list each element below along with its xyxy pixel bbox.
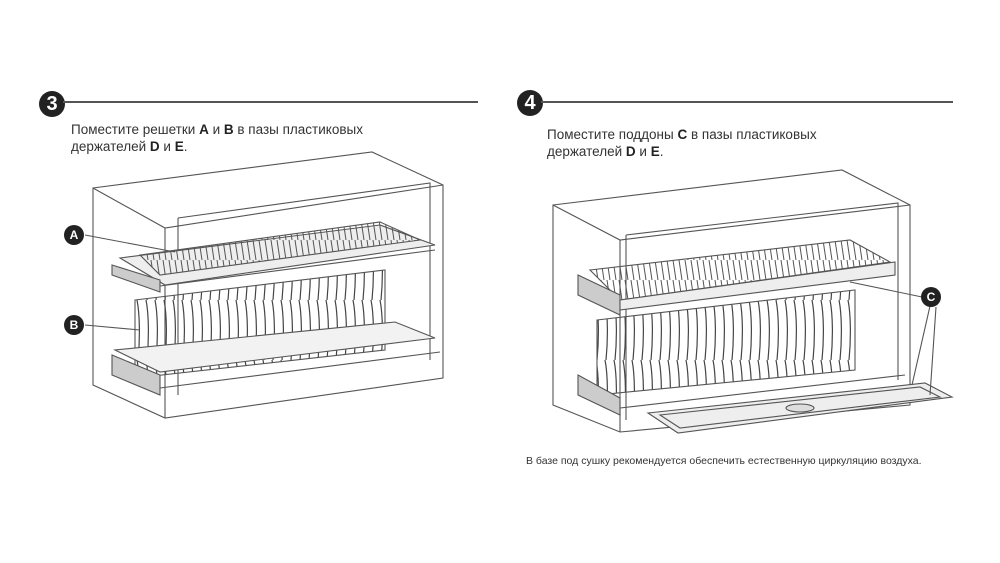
text: . [183,139,188,154]
text: . [659,144,664,159]
step-4-badge: 4 [517,90,543,116]
label-c: C [677,127,688,142]
label-e: E [174,139,184,154]
text: Поместите решетки [71,122,200,137]
text: держателей [547,144,626,159]
airflow-note: В базе под сушку рекомендуется обеспечит… [526,455,922,467]
cabinet-step-4 [552,169,954,434]
label-b: B [223,122,234,137]
label-d: D [625,144,636,159]
label-a: A [199,122,209,137]
step-3-badge: 3 [39,91,65,117]
callout-c: C [921,287,941,307]
tray-c [646,382,954,434]
label-d: D [149,139,160,154]
step-4-instruction: Поместите поддоны C в пазы пластиковых д… [547,126,817,160]
rack-lower [577,289,906,416]
text: Поместите поддоны [547,127,678,142]
callout-b: B [64,315,84,335]
text: и [208,122,224,137]
step-3-divider [63,101,478,103]
text: в пазы пластиковых [233,122,363,137]
rack-a [111,221,436,293]
text: держателей [71,139,150,154]
step-4-divider [541,101,953,103]
text: и [159,139,175,154]
cabinet-step-3 [84,151,444,419]
step-3-instruction: Поместите решетки A и B в пазы пластиков… [71,121,363,155]
label-e: E [650,144,660,159]
rack-b [111,269,441,396]
rack-upper [577,239,896,316]
text: и [635,144,651,159]
callout-a: A [64,225,84,245]
text: в пазы пластиковых [687,127,817,142]
